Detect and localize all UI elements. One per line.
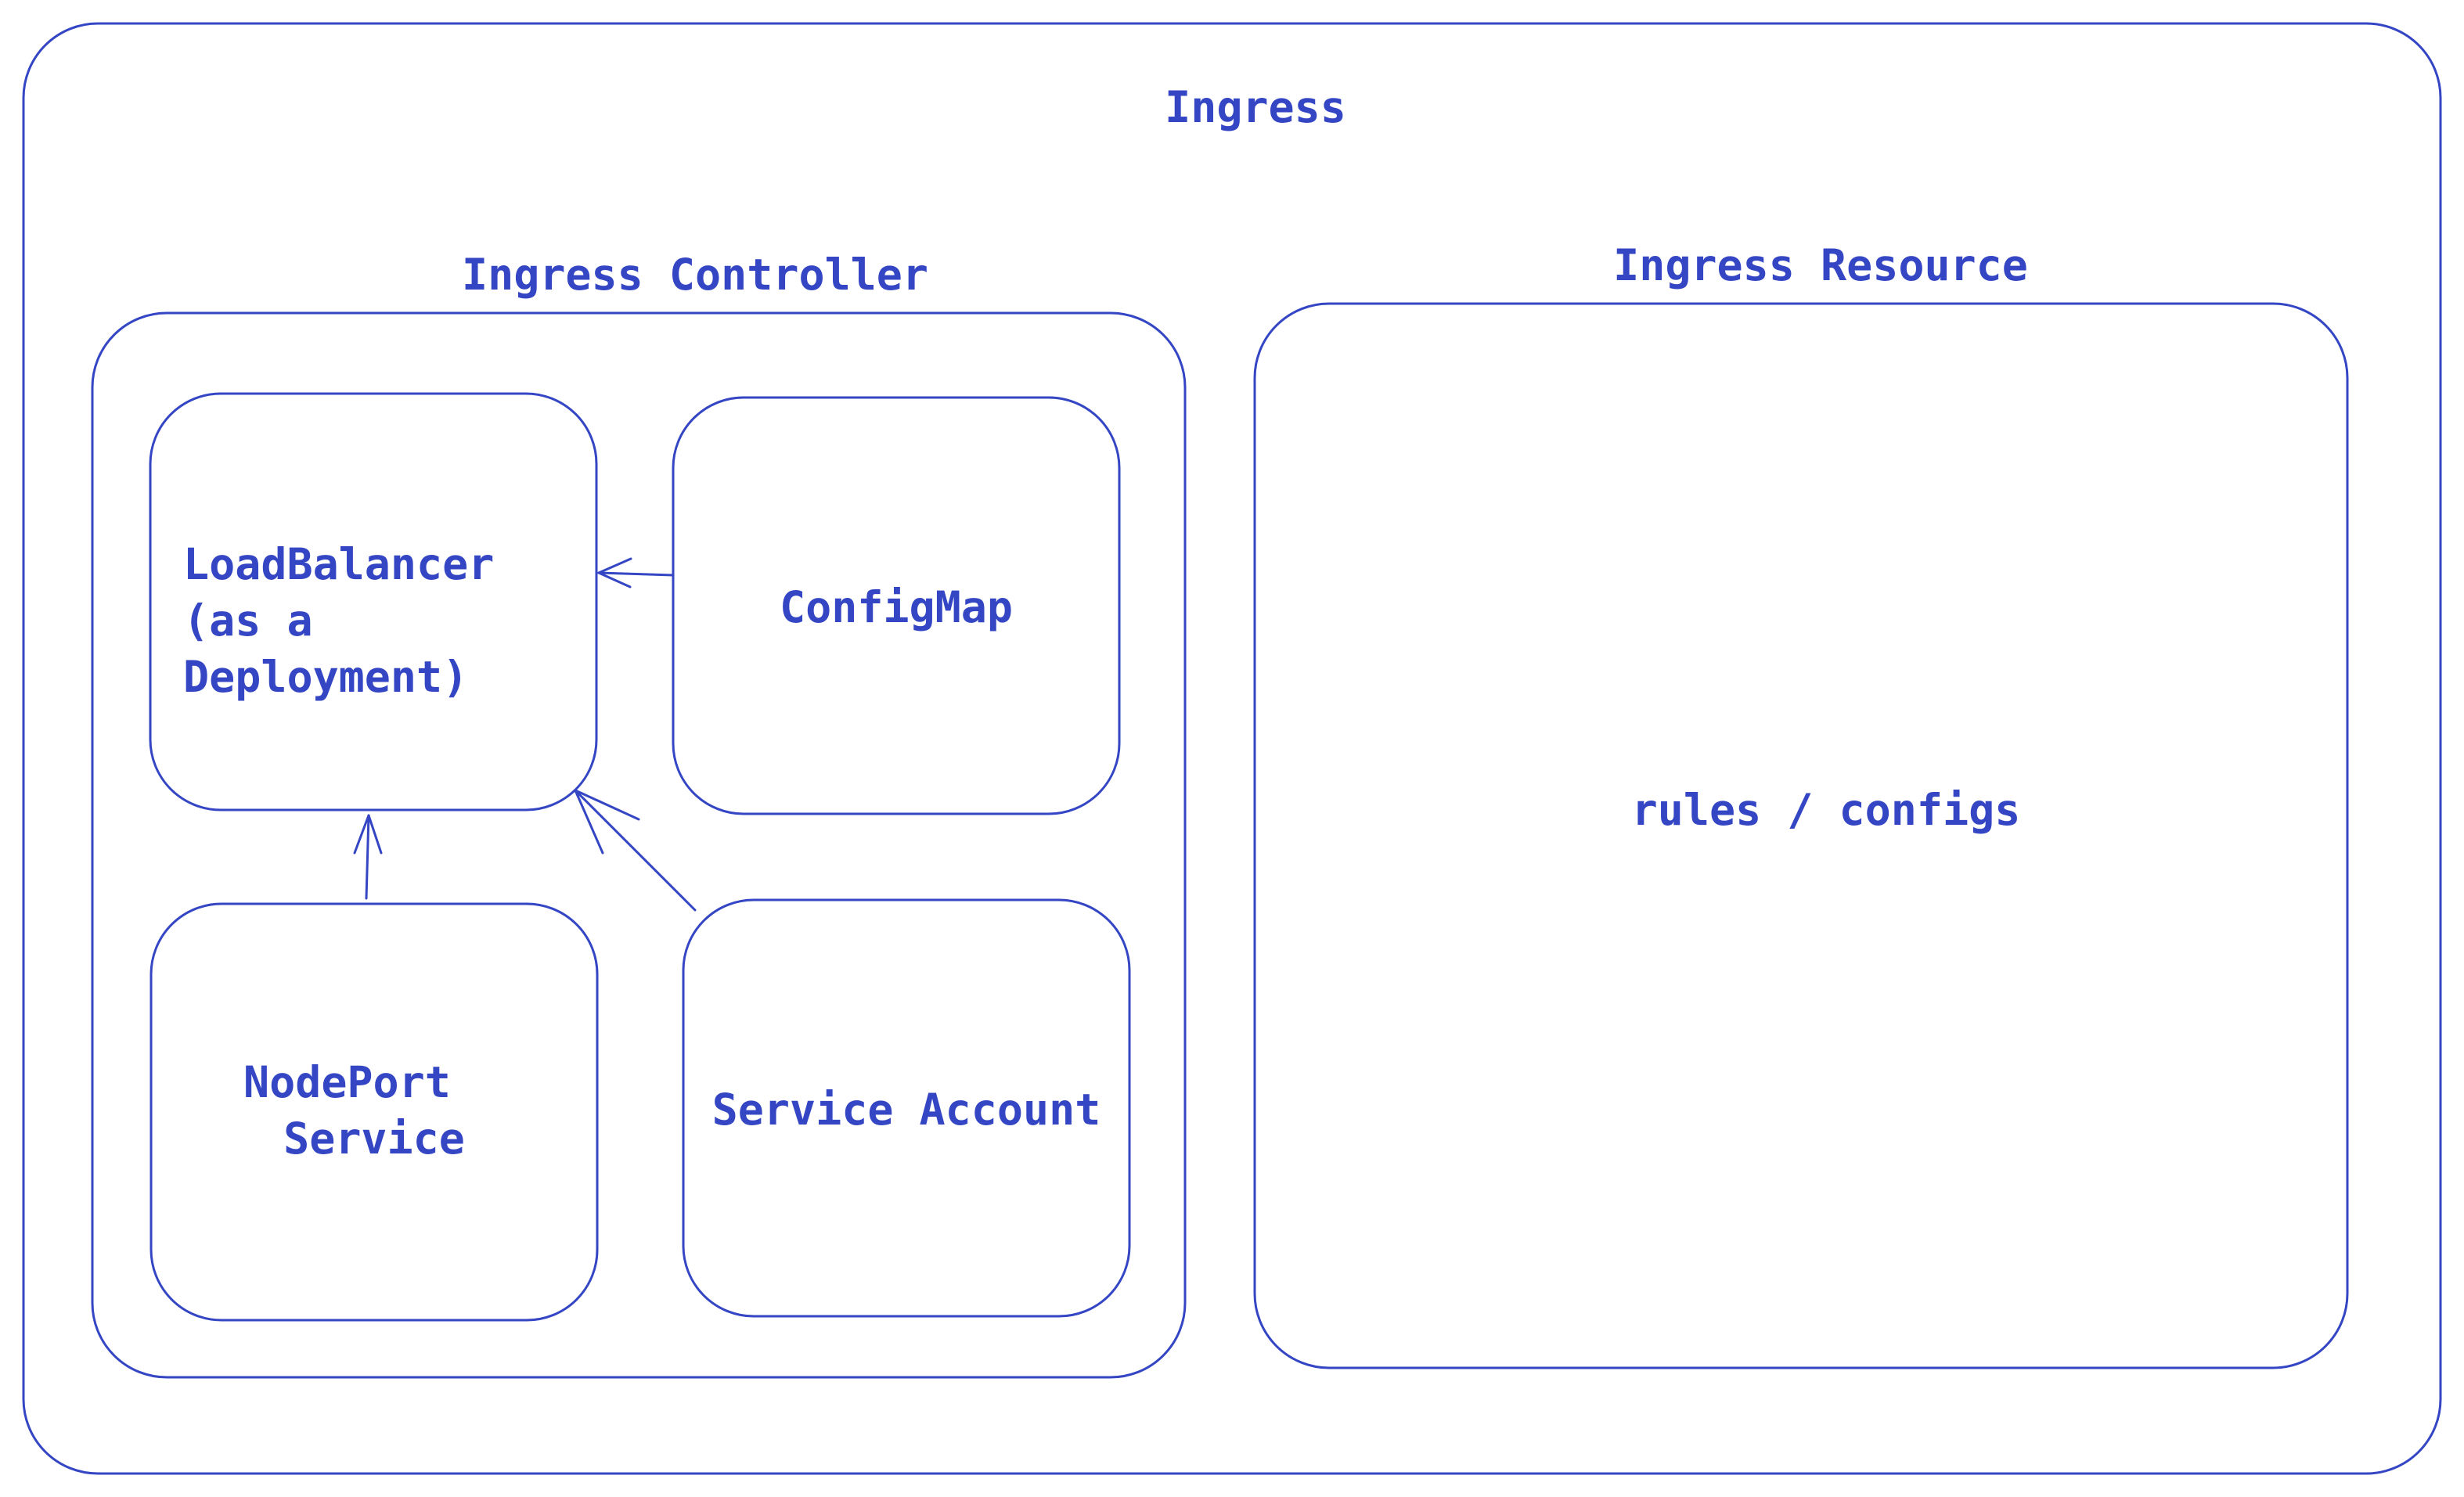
arrow-serviceaccount-to-loadbalancer: [574, 789, 697, 912]
ingress-resource-body: rules / configs: [1632, 785, 2021, 835]
ingress-title: Ingress: [1165, 82, 1346, 132]
ingress-resource-container: [1253, 302, 2349, 1369]
arrow-nodeport-to-loadbalancer: [353, 814, 383, 900]
arrow-configmap-to-loadbalancer: [597, 557, 675, 588]
service-account-label: Service Account: [712, 1085, 1101, 1135]
ingress-controller-container: [91, 311, 1187, 1379]
load-balancer-label: LoadBalancer (as a Deployment): [183, 539, 520, 702]
service-account-box: [682, 898, 1131, 1318]
nodeport-service-label: NodePort Service: [243, 1057, 477, 1164]
ingress-container: [22, 22, 2442, 1475]
ingress-resource-title: Ingress Resource: [1613, 240, 2028, 290]
nodeport-service-box: [149, 902, 599, 1322]
config-map-box: [672, 396, 1121, 815]
load-balancer-box: [149, 392, 598, 811]
config-map-label: ConfigMap: [780, 582, 1013, 632]
ingress-controller-title: Ingress Controller: [462, 250, 928, 300]
